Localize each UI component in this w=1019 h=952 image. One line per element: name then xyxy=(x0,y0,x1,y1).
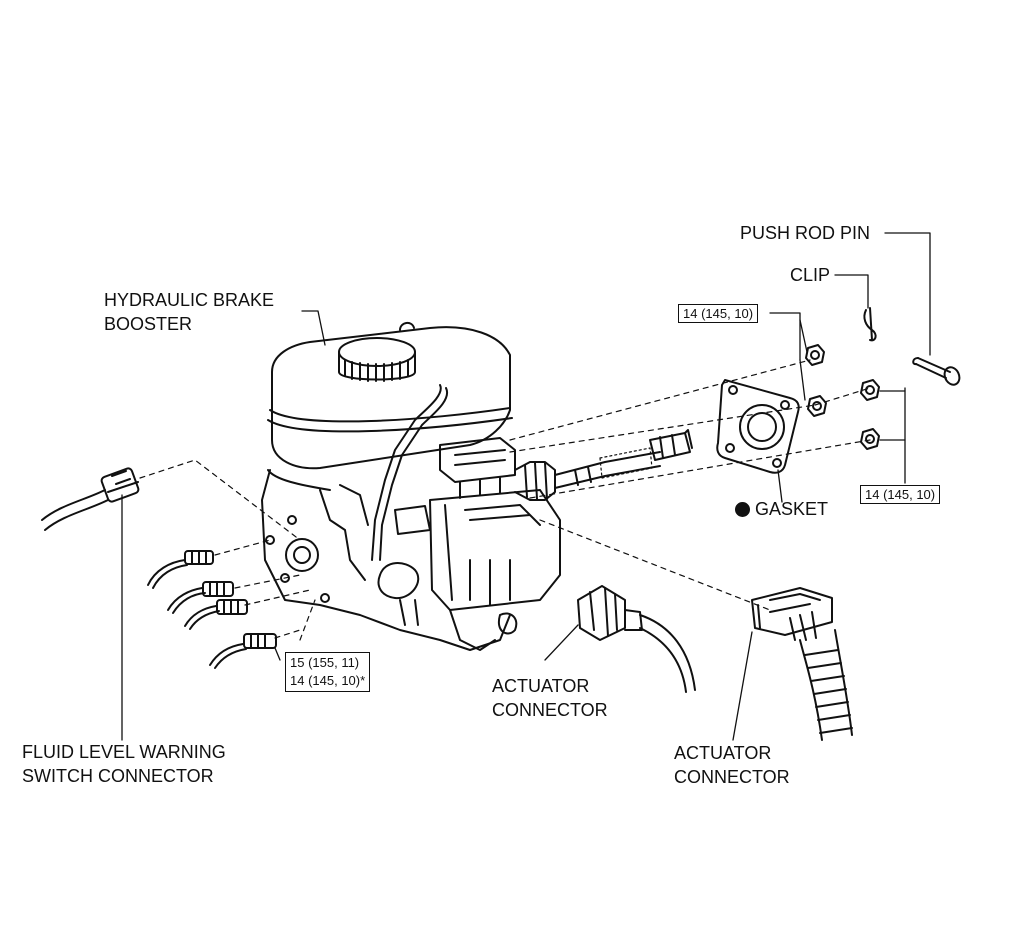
nut-upper-right xyxy=(860,379,880,401)
label-fluid-level-warning-switch-connector: FLUID LEVEL WARNING SWITCH CONNECTOR xyxy=(22,740,226,788)
label-line: CONNECTOR xyxy=(674,767,790,787)
label-line: FLUID LEVEL WARNING xyxy=(22,742,226,762)
label-actuator-connector-right: ACTUATOR CONNECTOR xyxy=(674,741,790,789)
nut-middle-left xyxy=(807,395,827,417)
hydraulic-brake-booster xyxy=(261,322,693,651)
label-line: SWITCH CONNECTOR xyxy=(22,766,214,786)
label-line: HYDRAULIC BRAKE xyxy=(104,290,275,310)
actuator-connector-right xyxy=(751,587,853,741)
torque-line: 14 (145, 10)* xyxy=(290,673,366,688)
clip xyxy=(863,307,877,342)
push-rod-pin xyxy=(912,357,961,386)
label-actuator-connector-center: ACTUATOR CONNECTOR xyxy=(492,674,608,722)
label-line: ACTUATOR xyxy=(674,743,772,763)
leader-lines xyxy=(121,232,931,741)
brake-line-fittings xyxy=(147,550,277,669)
label-clip: CLIP xyxy=(790,265,831,285)
label-push-rod-pin: PUSH ROD PIN xyxy=(740,223,871,243)
label-line: ACTUATOR xyxy=(492,676,590,696)
label-line: CONNECTOR xyxy=(492,700,608,720)
label-gasket-text: GASKET xyxy=(755,499,829,519)
label-gasket: GASKET xyxy=(735,497,828,521)
nut-upper-left xyxy=(805,344,825,366)
torque-spec-brake-lines: 15 (155, 11) 14 (145, 10)* xyxy=(285,652,371,692)
torque-line: 15 (155, 11) xyxy=(290,655,360,670)
label-line: BOOSTER xyxy=(104,314,193,334)
actuator-connector-center xyxy=(577,585,696,693)
nut-lower-right xyxy=(860,428,880,450)
torque-spec-upper-nuts: 14 (145, 10) xyxy=(678,304,759,323)
label-hydraulic-brake-booster: HYDRAULIC BRAKE BOOSTER xyxy=(104,288,274,336)
filled-circle-icon xyxy=(735,502,750,517)
torque-spec-lower-nuts: 14 (145, 10) xyxy=(860,485,941,504)
fluid-level-switch-connector xyxy=(41,467,140,531)
